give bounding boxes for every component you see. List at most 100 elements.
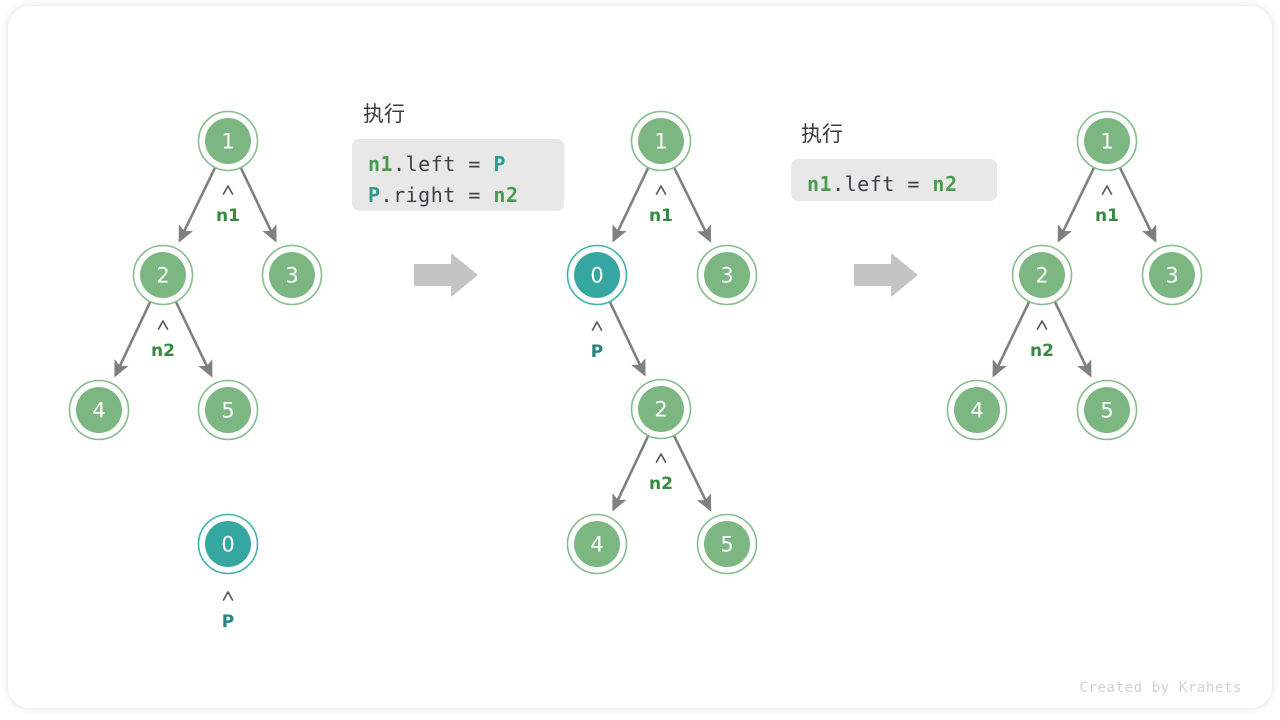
node-value: 0 xyxy=(590,264,603,288)
node-outer-ring xyxy=(696,244,758,306)
node-circle xyxy=(638,118,684,164)
pointer-label: n1 xyxy=(649,206,673,226)
tree-edge xyxy=(992,301,1031,378)
tree-node: 3 xyxy=(1141,244,1203,306)
transition-arrow-icon xyxy=(414,253,478,297)
tree-edge xyxy=(114,301,152,378)
node-outer-ring xyxy=(1141,244,1203,306)
node-circle xyxy=(704,252,750,298)
node-value: 5 xyxy=(221,399,234,423)
node-circle xyxy=(205,521,251,567)
pointer-caret-icon xyxy=(655,453,667,463)
pointer-label-group: n2 xyxy=(1030,320,1054,361)
tree-node: 0 xyxy=(197,513,259,575)
pointer-caret-icon xyxy=(1101,185,1113,195)
nodes-layer: 1 2 3 4 5 0 1 0 3 2 4 5 1 2 3 4 5 xyxy=(68,110,1203,575)
tree-edge xyxy=(1057,167,1096,243)
tree-node: 2 xyxy=(630,378,692,440)
edges-layer xyxy=(114,167,1157,512)
pointer-label-group: n1 xyxy=(216,185,240,226)
node-circle xyxy=(638,386,684,432)
code-token: n2 xyxy=(932,172,958,196)
node-value: 5 xyxy=(1100,399,1113,423)
node-circle xyxy=(269,252,315,298)
node-circle xyxy=(1149,252,1195,298)
tree-node: 2 xyxy=(132,244,194,306)
pointer-label: P xyxy=(222,612,234,632)
tree-edge xyxy=(1118,167,1157,243)
pointer-label: n2 xyxy=(649,474,673,494)
pointer-caret-icon xyxy=(655,185,667,195)
code-block: n1.left = n2 xyxy=(791,159,997,201)
tree-node: 4 xyxy=(946,379,1008,441)
tree-node: 3 xyxy=(696,244,758,306)
node-circle xyxy=(76,387,122,433)
node-circle xyxy=(954,387,1000,433)
tree-node: 5 xyxy=(1076,379,1138,441)
node-circle xyxy=(140,252,186,298)
node-circle xyxy=(704,521,750,567)
pointer-label: n1 xyxy=(1095,206,1119,226)
node-value: 1 xyxy=(1100,130,1113,154)
node-circle xyxy=(205,387,251,433)
tree-node: 1 xyxy=(1076,110,1138,172)
node-circle xyxy=(205,118,251,164)
node-outer-ring xyxy=(68,379,130,441)
node-circle xyxy=(1084,118,1130,164)
code-line: n1.left = n2 xyxy=(807,169,981,200)
tree-node: 3 xyxy=(261,244,323,306)
node-outer-ring xyxy=(696,513,758,575)
node-value: 1 xyxy=(221,130,234,154)
tree-edge xyxy=(1053,301,1092,378)
pointer-label-group: P xyxy=(222,591,234,632)
tree-node: 5 xyxy=(696,513,758,575)
pointer-caret-icon xyxy=(222,591,234,601)
node-value: 4 xyxy=(590,533,603,557)
node-value: 3 xyxy=(720,264,733,288)
code-token: P xyxy=(368,183,381,207)
node-value: 0 xyxy=(221,533,234,557)
node-value: 2 xyxy=(654,398,667,422)
pointer-label-group: n2 xyxy=(151,320,175,361)
node-value: 4 xyxy=(970,399,983,423)
node-outer-ring xyxy=(197,110,259,172)
tree-edge xyxy=(612,435,650,512)
credit-text: Created by Krahets xyxy=(1079,680,1242,696)
node-circle xyxy=(574,252,620,298)
node-value: 3 xyxy=(285,264,298,288)
node-outer-ring xyxy=(1011,244,1073,306)
tree-edge xyxy=(239,167,277,243)
node-outer-ring xyxy=(197,379,259,441)
code-token: n1 xyxy=(807,172,833,196)
node-outer-ring xyxy=(132,244,194,306)
node-value: 5 xyxy=(720,533,733,557)
pointer-label-group: n1 xyxy=(649,185,673,226)
node-outer-ring xyxy=(630,378,692,440)
tree-node: 0 xyxy=(566,244,628,306)
pointer-label-group: P xyxy=(591,321,603,362)
node-outer-ring xyxy=(1076,379,1138,441)
code-token: P xyxy=(493,152,506,176)
node-value: 2 xyxy=(1035,264,1048,288)
tree-node: 1 xyxy=(630,110,692,172)
node-value: 3 xyxy=(1165,264,1178,288)
pointer-caret-icon xyxy=(222,185,234,195)
code-token: n1 xyxy=(368,152,394,176)
tree-edge xyxy=(174,301,213,378)
code-token: n2 xyxy=(493,183,519,207)
exec-label: 执行 xyxy=(363,103,405,126)
node-circle xyxy=(1019,252,1065,298)
node-value: 1 xyxy=(654,130,667,154)
code-line: n1.left = P xyxy=(368,149,548,180)
tree-node: 1 xyxy=(197,110,259,172)
code-token: .right = xyxy=(380,183,494,207)
node-outer-ring xyxy=(261,244,323,306)
node-value: 4 xyxy=(92,399,105,423)
tree-edge xyxy=(608,301,646,377)
pointer-label-group: n2 xyxy=(649,453,673,494)
pointer-caret-icon xyxy=(1036,320,1048,330)
